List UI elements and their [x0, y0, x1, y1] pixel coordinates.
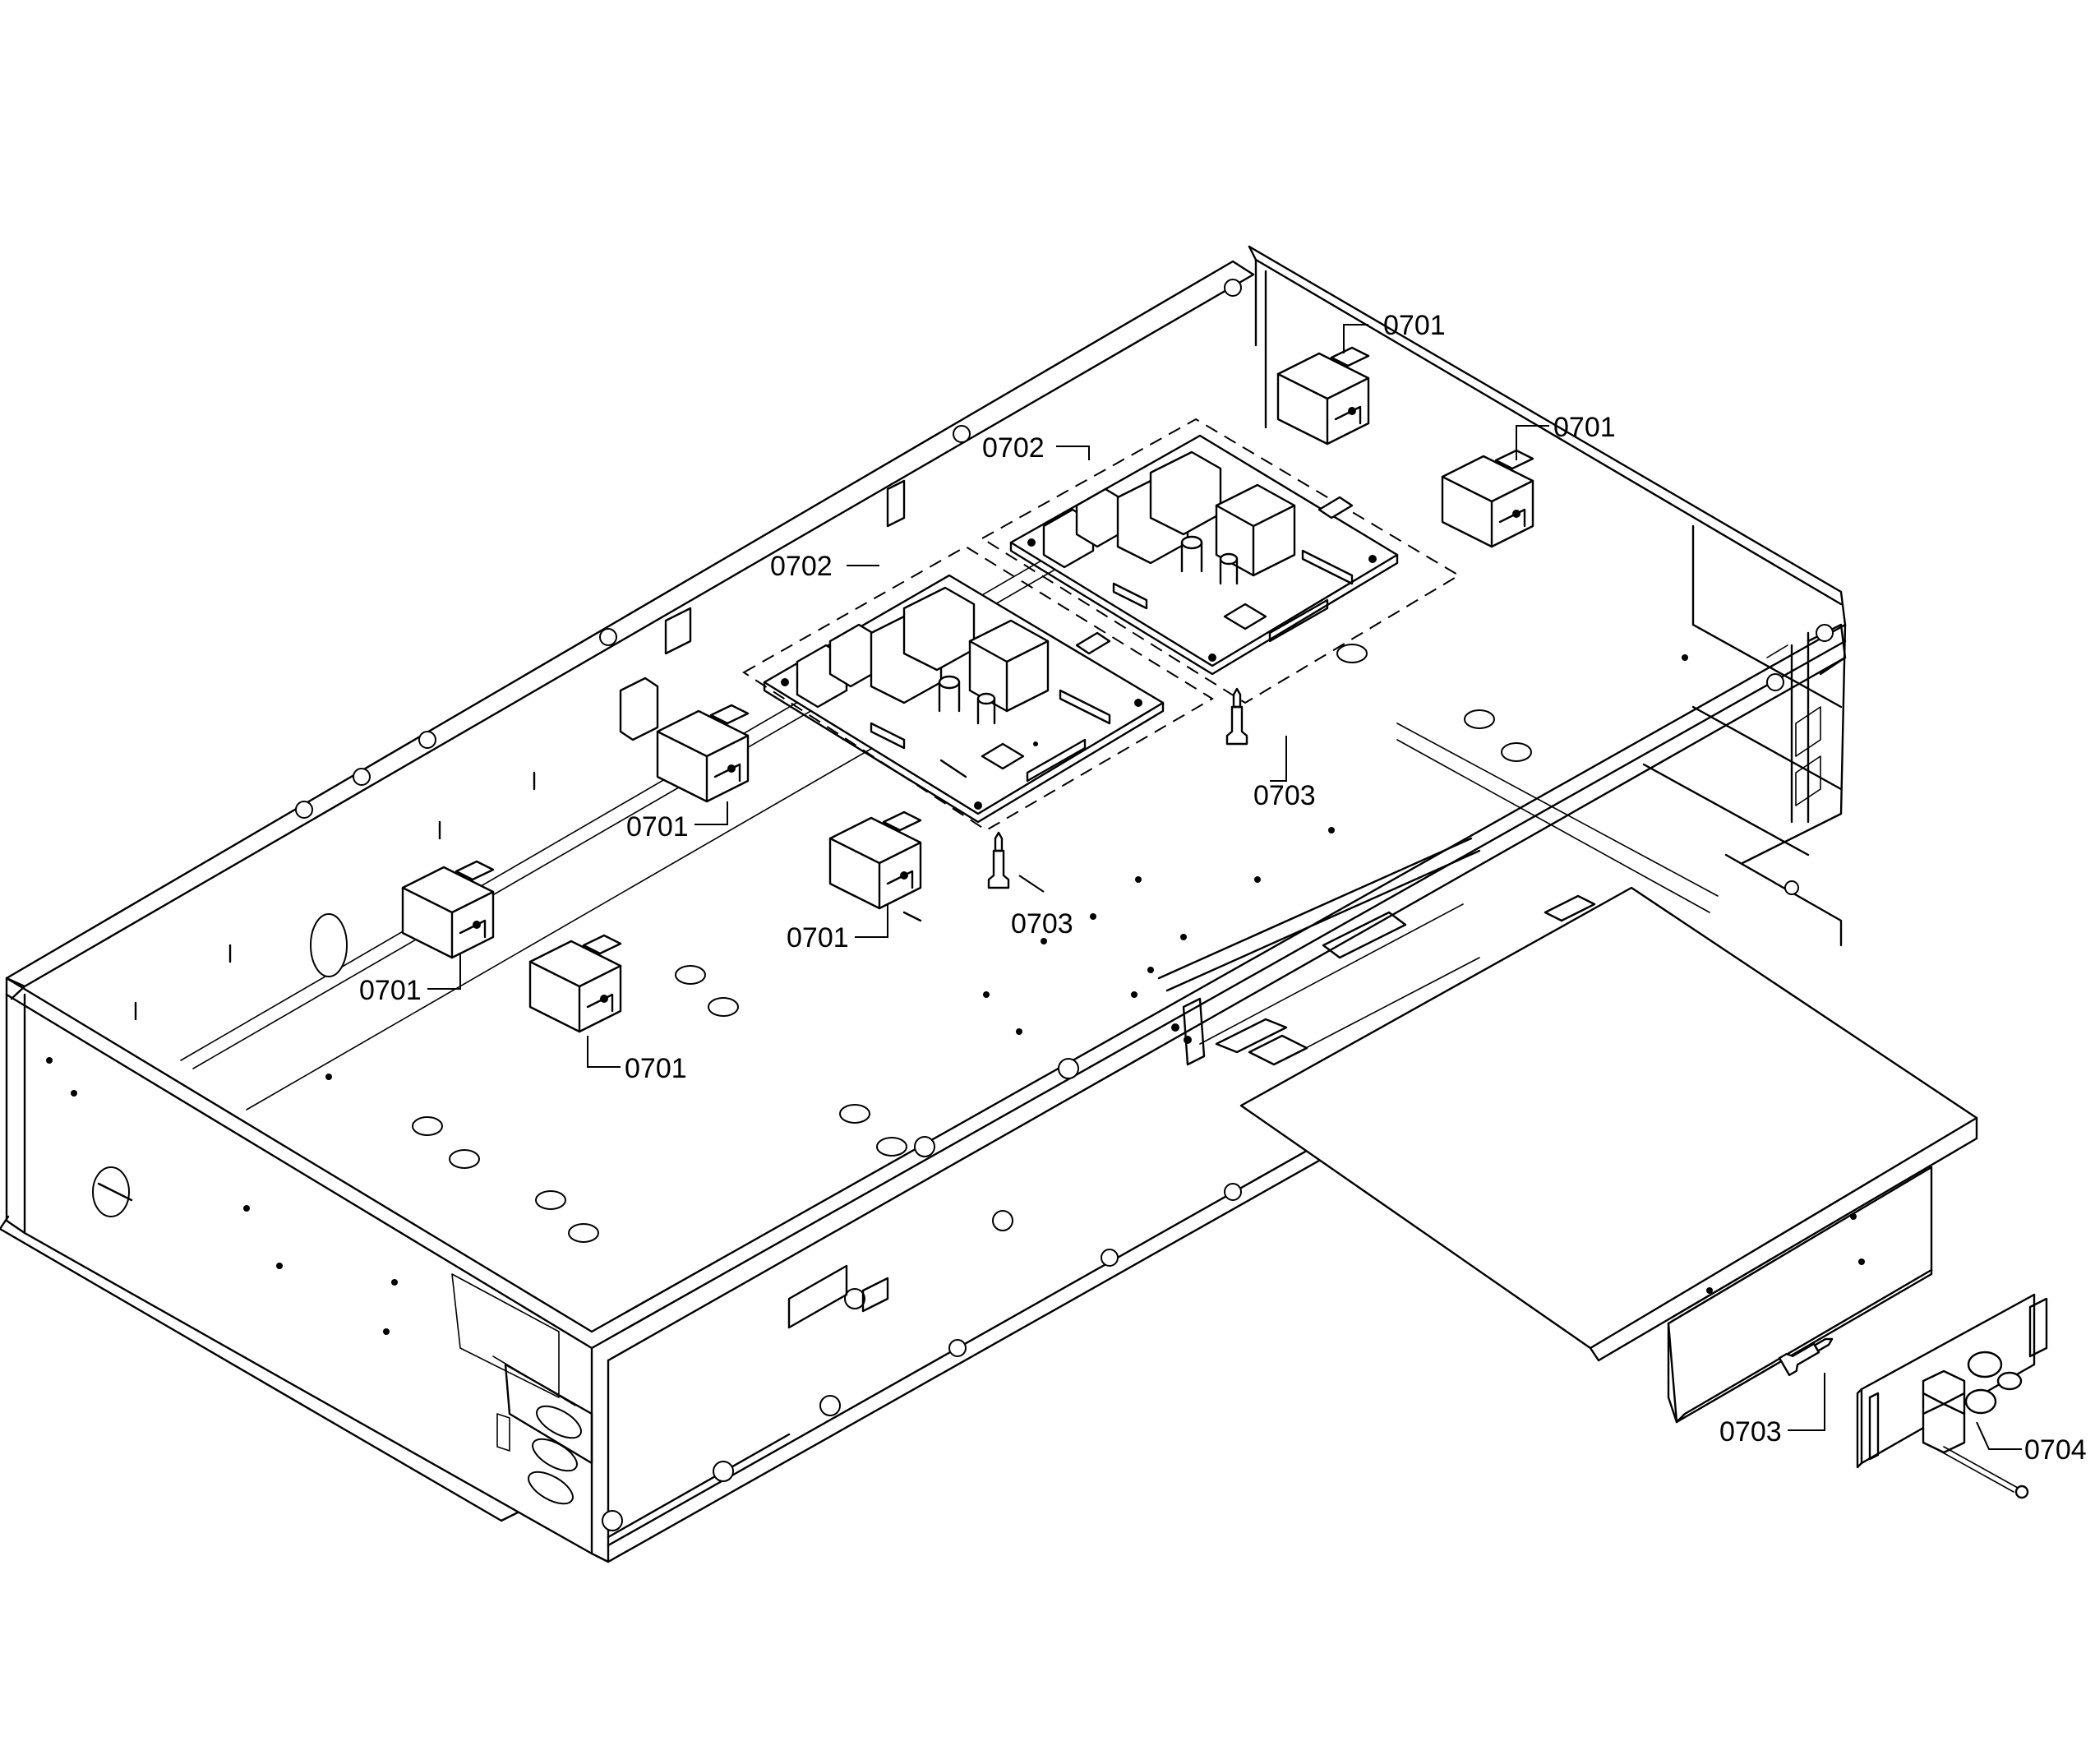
relay-left-1: [401, 860, 495, 959]
callout-label: 0704: [2024, 1434, 2087, 1466]
callout-label: 0701: [1383, 310, 1446, 341]
relay-mid-center: [828, 810, 922, 910]
control-board-right: [1009, 434, 1399, 676]
relay-left-2: [528, 934, 622, 1033]
chassis-tray: [0, 245, 1847, 1563]
callouts: 0701 0701 0702 0702 0701 0703 0701 0703 …: [359, 310, 2087, 1466]
pcb-dashed-outlines: [742, 418, 1461, 832]
relay-top-2: [1441, 449, 1534, 548]
leader-lines: [427, 324, 2022, 1450]
callout-label: 0701: [626, 811, 689, 843]
relay-mid-left: [656, 704, 750, 803]
callout-label: 0702: [982, 432, 1045, 464]
standoff-2: [987, 831, 1010, 889]
bracket: [619, 677, 659, 741]
callout-label: 0701: [787, 922, 849, 954]
callout-label: 0701: [1553, 412, 1616, 443]
standoff-1: [1225, 687, 1248, 746]
small-board: [1856, 1293, 2048, 1499]
callout-label: 0703: [1011, 908, 1073, 940]
control-board-left: [763, 574, 1165, 824]
callout-label: 0703: [1719, 1416, 1782, 1448]
callout-label: 0701: [625, 1053, 687, 1084]
cover-plate: [1215, 886, 1978, 1424]
floor-pads: [412, 644, 1532, 1243]
callout-label: 0703: [1253, 780, 1316, 811]
relay-top-1: [1276, 346, 1370, 446]
standoff-3: [1778, 1337, 1834, 1377]
callout-label: 0701: [359, 975, 422, 1006]
callout-label: 0702: [770, 551, 833, 582]
wall-opening: [310, 913, 348, 977]
